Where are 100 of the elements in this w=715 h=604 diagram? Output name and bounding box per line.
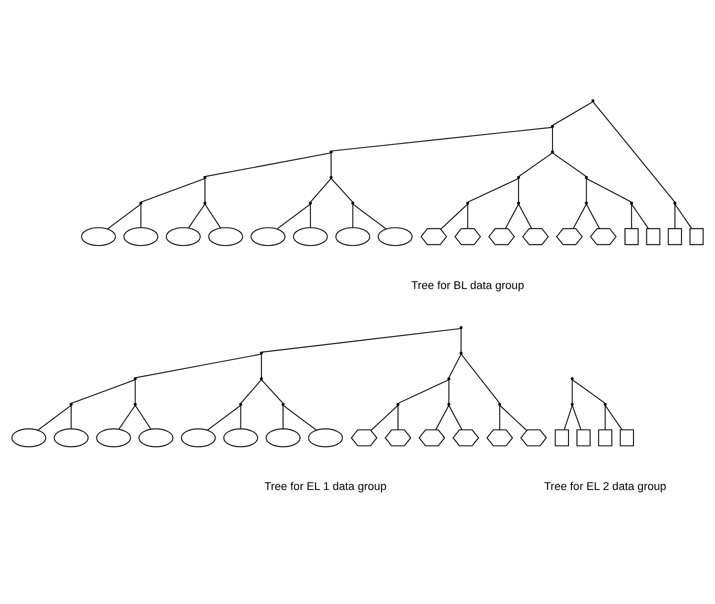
node-point [134, 402, 137, 406]
node-point [70, 402, 73, 406]
connector [240, 404, 242, 430]
connector [70, 404, 72, 430]
connector [330, 178, 354, 202]
node-point [239, 402, 242, 406]
connector [586, 178, 632, 202]
connector [282, 404, 317, 430]
node-hexagon [350, 429, 378, 446]
connector [135, 354, 262, 378]
connector [572, 379, 606, 404]
connector [370, 404, 398, 431]
node-ellipse [378, 227, 413, 246]
node-point [460, 352, 463, 355]
node-ellipse [292, 227, 328, 246]
node-hexagon [384, 429, 412, 446]
node-ellipse [81, 227, 116, 246]
node-point [203, 202, 206, 205]
node-point [260, 352, 263, 355]
node-point [139, 202, 142, 205]
node-point [517, 202, 520, 205]
connector [499, 404, 500, 430]
connector [107, 204, 142, 230]
connector [468, 178, 519, 202]
node-point [260, 377, 263, 380]
connector [204, 152, 332, 177]
label: Tree for BL data group [411, 280, 524, 292]
node-box [690, 228, 704, 246]
node-ellipse [138, 428, 174, 448]
node-point [498, 402, 502, 406]
connector [518, 152, 553, 177]
connector [38, 404, 72, 430]
node-box [646, 228, 660, 246]
connector [310, 178, 332, 202]
node-point [584, 176, 588, 180]
connector [260, 354, 262, 378]
connector [204, 204, 221, 228]
connector [586, 178, 587, 202]
connector [460, 328, 462, 352]
node-box [624, 228, 639, 246]
connector [440, 204, 468, 230]
connector [330, 152, 332, 177]
node-ellipse [223, 428, 258, 448]
node-ellipse [96, 428, 131, 448]
node-ellipse [123, 227, 158, 246]
node-ellipse [266, 428, 301, 448]
node-point [630, 202, 634, 205]
node-hexagon [452, 429, 480, 446]
connector [631, 204, 649, 229]
node-point [550, 124, 554, 128]
node-ellipse [166, 227, 201, 246]
connector [134, 404, 152, 430]
connector [398, 379, 450, 404]
node-point [517, 176, 520, 180]
connector [204, 178, 206, 202]
node-ellipse [250, 227, 286, 246]
node-ellipse [335, 227, 370, 246]
connector [674, 204, 676, 229]
connector [70, 379, 136, 404]
node-point [203, 176, 206, 180]
node-ellipse [308, 428, 343, 448]
connector [564, 404, 573, 430]
node-point [396, 402, 400, 406]
node-hexagon [454, 228, 482, 246]
node-point [282, 402, 285, 406]
connector [505, 204, 519, 229]
connector [518, 204, 532, 229]
connector [467, 204, 468, 229]
connector [572, 379, 573, 404]
node-point [584, 202, 588, 205]
node-hexagon [522, 228, 549, 246]
node-ellipse [11, 428, 46, 448]
node-hexagon [556, 228, 583, 246]
node-point [570, 402, 574, 406]
connector [631, 204, 632, 229]
node-point [330, 176, 333, 180]
connector [518, 178, 520, 202]
connector [448, 354, 462, 378]
connector [352, 204, 386, 230]
connector [261, 379, 284, 404]
connector [448, 404, 462, 430]
connector [282, 404, 284, 430]
label: Tree for EL 2 data group [544, 481, 666, 494]
connector [134, 379, 136, 404]
node-point [604, 402, 607, 406]
node-point [550, 150, 554, 154]
node-ellipse [180, 428, 216, 448]
node-box [620, 429, 634, 446]
node-box [598, 429, 612, 446]
node-point [351, 202, 354, 205]
connector [276, 204, 311, 230]
node-point [570, 377, 574, 380]
connector [310, 204, 311, 228]
node-box [576, 429, 591, 446]
connector [552, 127, 553, 152]
connector [552, 102, 593, 126]
node-point [330, 150, 333, 154]
node-point [447, 377, 450, 380]
node-ellipse [54, 428, 89, 448]
connector [499, 404, 527, 431]
